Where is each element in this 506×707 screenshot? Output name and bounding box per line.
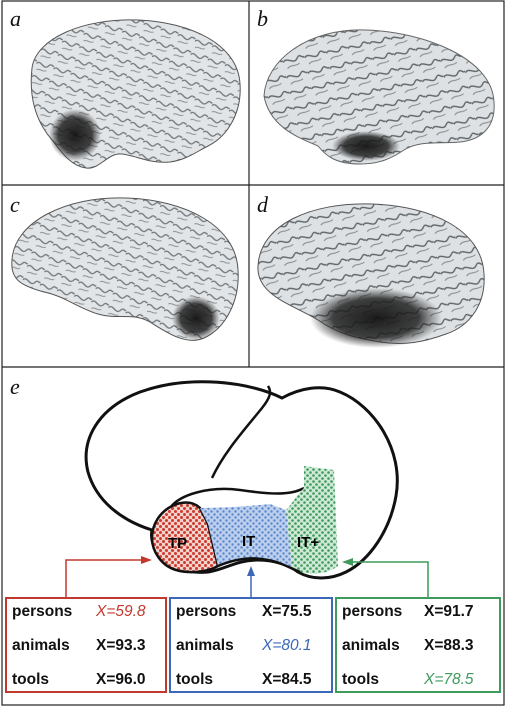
panel-label-d: d (257, 192, 269, 217)
table-it-val-2: X=84.5 (262, 671, 312, 688)
table-itplus-cat-1: animals (342, 637, 400, 654)
table-it-cat-0: persons (176, 603, 236, 620)
table-it-cat-1: animals (176, 637, 234, 654)
lesion-b (332, 131, 400, 161)
panel-b: b (257, 6, 495, 165)
panel-e: e TP IT IT+ persons X= (5, 374, 501, 693)
lesion-c (172, 296, 220, 340)
table-tp-cat-1: animals (12, 637, 70, 654)
panel-c: c (10, 192, 239, 341)
table-itplus-val-2: X=78.5 (423, 671, 474, 688)
panel-d: d (257, 192, 485, 348)
table-it-cat-2: tools (176, 671, 213, 688)
region-tp (150, 501, 220, 574)
table-it-val-1: X=80.1 (261, 637, 312, 654)
region-label-tp: TP (168, 535, 187, 552)
lesion-a (49, 109, 101, 161)
brain-outline (84, 380, 399, 580)
region-label-itplus: IT+ (297, 534, 319, 551)
central-sulcus (210, 385, 272, 479)
region-it (200, 504, 292, 568)
panel-label-c: c (10, 192, 20, 217)
temporal-bottom-edge (217, 557, 301, 574)
table-tp-val-1: X=93.3 (96, 637, 146, 654)
table-itplus-val-1: X=88.3 (424, 637, 474, 654)
table-tp-cat-2: tools (12, 671, 49, 688)
temporal-lobe-outline (168, 486, 305, 509)
table-itplus-cat-0: persons (342, 603, 402, 620)
table-itplus-cat-2: tools (342, 671, 379, 688)
panel-a: a (10, 6, 241, 169)
table-tp-val-0: X=59.8 (95, 603, 146, 620)
arrow-itplus (342, 558, 429, 598)
region-label-it: IT (242, 533, 255, 550)
panel-label-b: b (257, 6, 268, 31)
arrow-tp (65, 556, 152, 598)
table-tp-val-2: X=96.0 (96, 671, 146, 688)
panel-label-e: e (10, 374, 20, 399)
table-it: persons X=75.5 animals X=80.1 tools X=84… (169, 597, 333, 693)
region-itplus (286, 466, 338, 574)
table-tp: persons X=59.8 animals X=93.3 tools X=96… (5, 597, 167, 693)
table-itplus-val-0: X=91.7 (424, 603, 474, 620)
table-itplus: persons X=91.7 animals X=88.3 tools X=78… (335, 597, 501, 693)
table-it-val-0: X=75.5 (262, 603, 312, 620)
panel-label-a: a (10, 6, 21, 31)
lesion-d (310, 288, 442, 348)
table-tp-cat-0: persons (12, 603, 72, 620)
brain-image-b (263, 29, 495, 165)
arrow-it (247, 566, 255, 598)
